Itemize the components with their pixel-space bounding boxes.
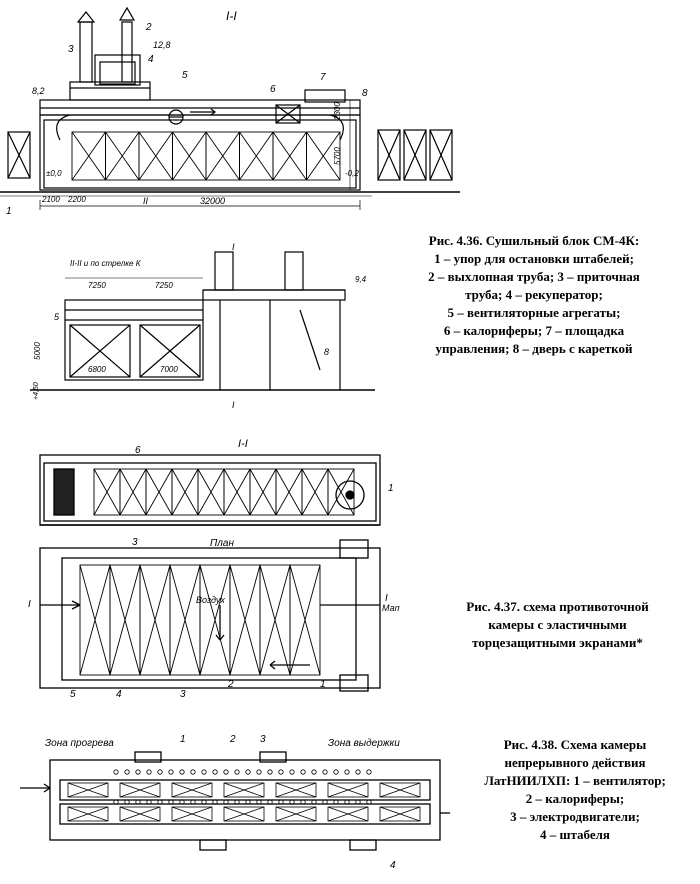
dim-2300: 2300 [333, 102, 342, 121]
side-callout-5: 5 [54, 312, 60, 322]
callout-438-3: 3 [260, 734, 266, 745]
dim-8-2: 8,2 [32, 86, 45, 96]
caption-line: 4 – штабеля [540, 827, 610, 842]
caption-fig-4-36: Рис. 4.36. Сушильный блок СМ-4К: 1 – упо… [388, 232, 680, 358]
callout-437-6: 6 [135, 445, 141, 456]
zone-hold-label: Зона выдержки [328, 738, 400, 749]
section-mark-left: I [28, 599, 31, 610]
section-label-437: I-I [238, 438, 248, 450]
caption-line: 3 – электродвигатели; [510, 809, 640, 824]
callout-6: 6 [270, 84, 276, 95]
plan-label: План [210, 538, 234, 549]
callout-5: 5 [182, 70, 188, 81]
fig436-outside-stacks [372, 129, 460, 193]
material-label: Мате- риал [382, 603, 400, 613]
caption-line: торцезащитными экранами* [472, 635, 643, 650]
dim-2200: 2200 [67, 195, 86, 204]
caption-line: 6 – калориферы; 7 – площадка [443, 323, 625, 338]
caption-line: управления; 8 – дверь с кареткой [435, 341, 633, 356]
caption-line: 2 – выхлопная труба; 3 – приточная [428, 269, 640, 284]
dim-minus-0-2: -0,2 [345, 169, 359, 178]
caption-line: непрерывного действия [504, 755, 646, 770]
dim-6800: 6800 [88, 365, 106, 374]
section-mark-ii: II [143, 196, 149, 206]
callout-438-1: 1 [180, 734, 186, 745]
fig438-drawing: Зона прогрева Зона выдержки 1 2 3 4 [20, 734, 450, 871]
caption-line: 1 – упор для остановки штабелей; [434, 251, 634, 266]
callout-437-1-top: 1 [388, 483, 394, 494]
plan-callout-4: 4 [116, 689, 122, 700]
caption-line: камеры с эластичными [488, 617, 627, 632]
air-label: Воздух [196, 595, 225, 605]
caption-fig-4-37: Рис. 4.37. схема противоточной камеры с … [420, 598, 695, 652]
dim-7000: 7000 [160, 365, 178, 374]
caption-fig-4-38: Рис. 4.38. Схема камеры непрерывного дей… [455, 736, 695, 844]
fig436-side-drawing: II-II и по стрелке К 7250 7250 5000 +4,5… [30, 242, 375, 410]
plan-callout-2: 2 [227, 679, 234, 690]
section-label-i-i: I-I [226, 9, 237, 23]
section-mark-i-bottom: I [232, 400, 235, 410]
callout-8: 8 [362, 88, 368, 99]
dim-0-0: ±0,0 [46, 169, 62, 178]
zone-warmup-label: Зона прогрева [45, 738, 114, 749]
callout-1: 1 [6, 206, 12, 217]
plan-callout-1: 1 [320, 679, 326, 690]
section-mark-right: I [385, 593, 388, 604]
callout-4: 4 [148, 54, 154, 65]
dim-plus-4-50: +4,50 [33, 382, 40, 400]
dim-12-8: 12,8 [153, 40, 171, 50]
callout-438-2: 2 [229, 734, 236, 745]
caption-line: Рис. 4.38. Схема камеры [503, 737, 647, 752]
dim-7250-b: 7250 [155, 281, 173, 290]
dim-5000: 5000 [33, 342, 42, 360]
caption-line: труба; 4 – рекуператор; [465, 287, 603, 302]
dim-9-4: 9,4 [355, 275, 367, 284]
caption-line: Рис. 4.36. Сушильный блок СМ-4К: [428, 233, 640, 248]
caption-line: Рис. 4.37. схема противоточной [466, 599, 649, 614]
caption-line: ЛатНИИЛХП: 1 – вентилятор; [484, 773, 666, 788]
dim-7250-a: 7250 [88, 281, 106, 290]
dim-32000: 32000 [200, 196, 225, 206]
dim-2100: 2100 [41, 195, 60, 204]
plan-callout-5: 5 [70, 689, 76, 700]
callout-7: 7 [320, 72, 326, 83]
section-mark-i-top: I [232, 242, 235, 252]
dim-5700: 5700 [333, 147, 342, 165]
plan-callout-3: 3 [132, 537, 138, 548]
callout-3: 3 [68, 44, 74, 55]
callout-2: 2 [145, 22, 152, 33]
fig436-section-drawing: I-I 12,8 8,2 2300 5700 ±0,0 -0,2 2100 22… [0, 6, 372, 217]
caption-line: 5 – вентиляторные агрегаты; [447, 305, 621, 320]
side-callout-8: 8 [324, 347, 329, 357]
fig437-drawing: I-I 6 1 План Воздух Мате- риал I I 3 5 4… [28, 438, 400, 700]
callout-438-4: 4 [390, 860, 396, 871]
plan-callout-3b: 3 [180, 689, 186, 700]
caption-line: 2 – калориферы; [525, 791, 625, 806]
section-label-ii-ii: II-II и по стрелке К [70, 259, 142, 268]
